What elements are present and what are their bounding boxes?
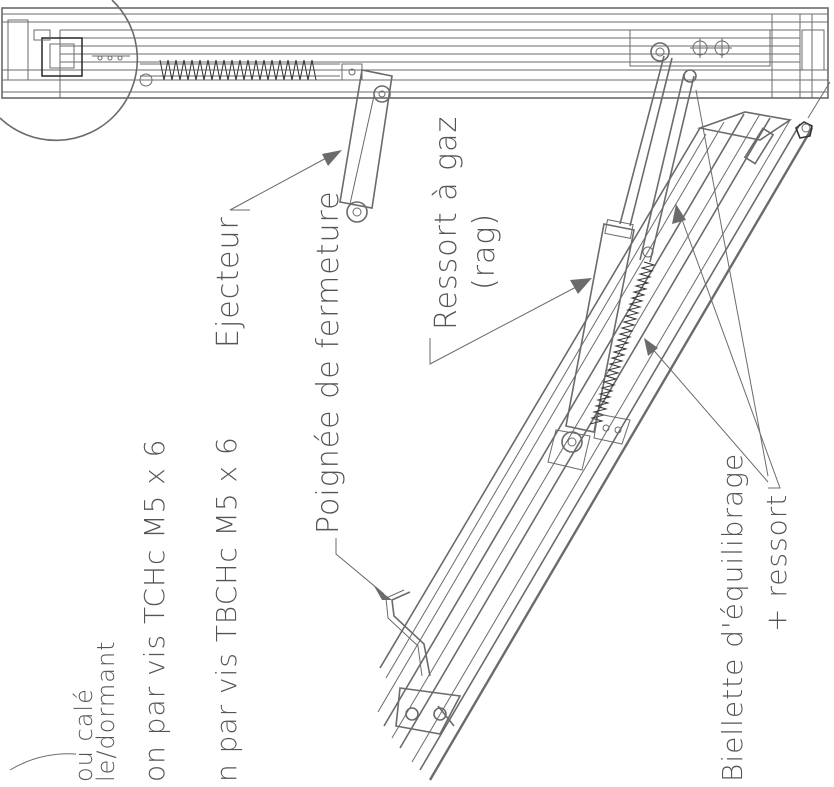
leader-lines [9, 89, 781, 771]
top-frame [1, 7, 829, 99]
label-fix-tchc: on par vis TCHc M5 x 6 [138, 439, 171, 782]
gas-spring [547, 42, 673, 471]
label-cale-line1: ou calé [70, 688, 98, 782]
label-ressort-line2: (rag) [467, 213, 502, 290]
label-ejecteur: Ejecteur [211, 216, 246, 348]
label-cale-line2: le/dormant [92, 640, 120, 782]
label-fix-tbchc: n par vis TBCHc M5 x 6 [210, 436, 243, 782]
labels: Ejecteur Poignée de fermeture Ressort à … [70, 116, 793, 782]
ejector-arm [339, 69, 393, 223]
label-biellette-line2: + ressort [760, 494, 793, 632]
detail-circle [0, 0, 139, 142]
label-ressort-line1: Ressort à gaz [429, 116, 464, 330]
balancing-link [589, 69, 697, 445]
label-biellette-line1: Biellette d'équilibrage [716, 453, 749, 782]
top-spring [138, 59, 363, 87]
closing-handle [385, 589, 431, 677]
label-poignee: Poignée de fermeture [311, 190, 346, 534]
sash-assembly [377, 81, 831, 781]
